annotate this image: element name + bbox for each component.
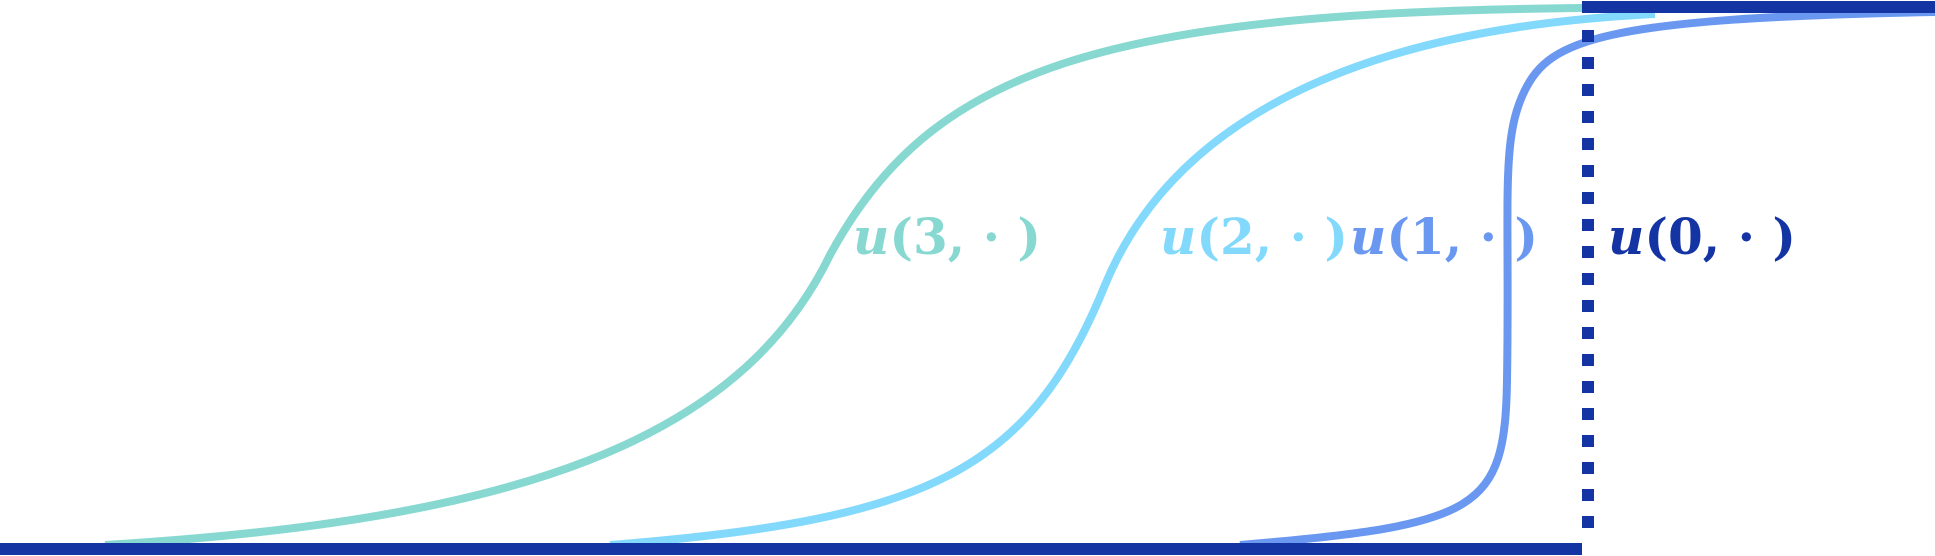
curve-u2 <box>609 10 1656 549</box>
label-u0: u(0, · ) <box>1608 207 1796 266</box>
curve-u3 <box>104 4 1586 549</box>
label-u1: u(1, · ) <box>1350 207 1538 266</box>
label-u2: u(2, · ) <box>1160 207 1348 266</box>
curve-u1 <box>1239 8 1935 549</box>
label-u3: u(3, · ) <box>853 207 1041 266</box>
